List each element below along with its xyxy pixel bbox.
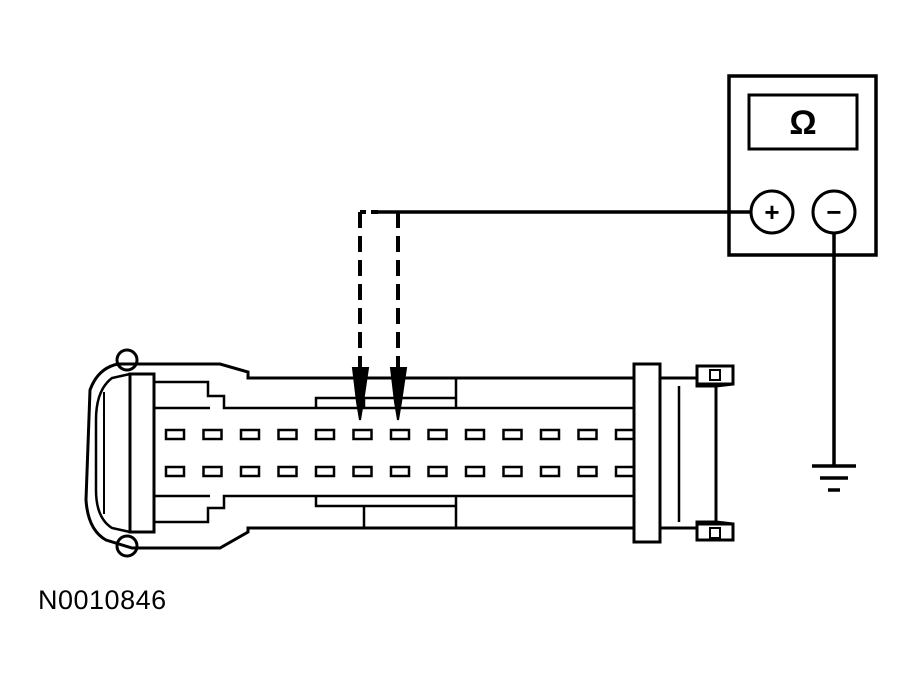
connector-inner-outline bbox=[94, 372, 132, 534]
pin-cavity bbox=[202, 428, 223, 441]
ohmmeter: Ω + − bbox=[727, 74, 878, 257]
pin-cavity bbox=[277, 428, 298, 441]
pin-cavity bbox=[539, 465, 561, 478]
mount-ear-bottom bbox=[115, 534, 139, 558]
ohmmeter-display bbox=[747, 93, 859, 151]
probe-left bbox=[351, 367, 370, 421]
pin-cavity bbox=[614, 465, 636, 478]
pin-cavity bbox=[502, 465, 523, 478]
pin-cavity bbox=[164, 465, 186, 478]
pin-cavity bbox=[277, 465, 298, 478]
body-top-inner bbox=[154, 380, 634, 410]
pin-cavity bbox=[314, 465, 336, 478]
ohmmeter-body bbox=[727, 74, 878, 257]
negative-terminal-label: − bbox=[826, 197, 841, 227]
positive-test-lead bbox=[358, 210, 751, 368]
pin-cavity bbox=[352, 465, 373, 478]
pin-cavity bbox=[389, 428, 411, 441]
key-rib-bottom bbox=[314, 496, 458, 528]
pin-cavity bbox=[427, 428, 448, 441]
pin-cavity bbox=[464, 428, 486, 441]
pin-cavity bbox=[502, 428, 523, 441]
ground-lead bbox=[812, 233, 856, 492]
rear-cap bbox=[660, 376, 718, 530]
probes bbox=[351, 367, 408, 421]
pin-cavity bbox=[577, 428, 598, 441]
pin-cavity bbox=[239, 465, 261, 478]
pin-cavity bbox=[389, 465, 411, 478]
pin-cavity bbox=[464, 465, 486, 478]
pin-cavity bbox=[352, 428, 373, 441]
pin-cavity bbox=[239, 428, 261, 441]
pin-cavity bbox=[614, 428, 636, 441]
pin-cavity bbox=[539, 428, 561, 441]
pin-cavity bbox=[164, 428, 186, 441]
mount-ear-top bbox=[115, 348, 139, 372]
positive-terminal-label: + bbox=[764, 197, 779, 227]
body-bottom-inner bbox=[154, 494, 634, 524]
figure-id: N0010846 bbox=[38, 585, 167, 615]
pin-cavities bbox=[164, 428, 636, 478]
ohm-symbol: Ω bbox=[789, 104, 816, 142]
connector bbox=[84, 348, 735, 558]
rear-collar bbox=[632, 362, 662, 544]
connector-shell bbox=[84, 362, 735, 550]
pin-cavity bbox=[314, 428, 336, 441]
probe-right bbox=[389, 367, 408, 421]
pin-cavity bbox=[577, 465, 598, 478]
pin-cavity bbox=[202, 465, 223, 478]
key-rib-top bbox=[314, 378, 458, 408]
pin-cavity bbox=[427, 465, 448, 478]
latch-bar bbox=[128, 372, 156, 534]
